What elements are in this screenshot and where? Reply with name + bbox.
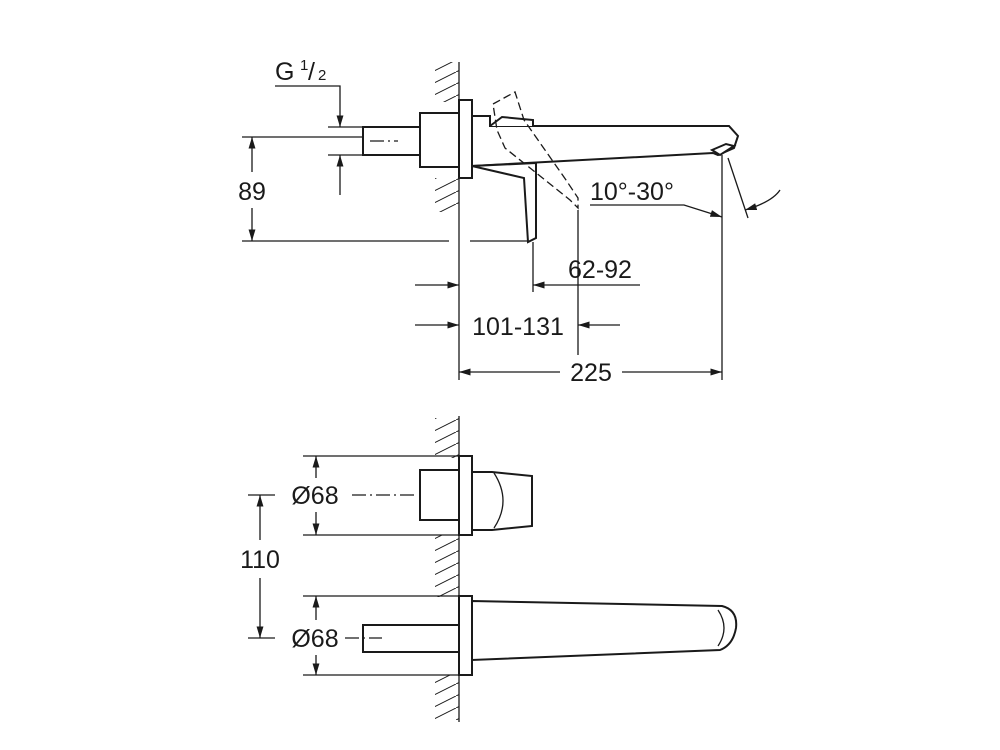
aerator — [709, 142, 737, 157]
lever-dimension: 62-92 — [568, 256, 632, 284]
length-dimension: 225 — [570, 359, 612, 387]
front-view: Ø68 110 Ø68 — [240, 416, 738, 722]
height-dimension: 89 — [238, 178, 266, 206]
mixer-lever — [471, 471, 533, 531]
wall-hatching-front — [435, 416, 460, 722]
lever-dashed-position — [492, 91, 579, 210]
spout — [471, 115, 740, 168]
mixer-flange — [458, 455, 473, 536]
fraction-slash: / — [308, 58, 315, 86]
side-view: 89 G 1 / 2 10°-30° 62-92 101-131 225 — [238, 57, 781, 387]
spout-flange — [458, 595, 473, 676]
wall-hatching — [435, 62, 460, 380]
depth-dimension: 101-131 — [472, 313, 564, 341]
upper-diameter-dimension: Ø68 — [291, 482, 338, 510]
lower-diameter-dimension: Ø68 — [291, 625, 338, 653]
thread-fraction-den: 2 — [318, 67, 326, 84]
thread-label: G — [275, 58, 294, 86]
spout-top-view — [471, 599, 738, 662]
spacing-dimension: 110 — [240, 546, 280, 574]
thread-fraction-num: 1 — [300, 57, 308, 74]
wall-flange — [458, 99, 473, 179]
mixer-body — [419, 469, 460, 521]
valve-body — [419, 112, 460, 168]
angle-dimension: 10°-30° — [590, 178, 674, 206]
